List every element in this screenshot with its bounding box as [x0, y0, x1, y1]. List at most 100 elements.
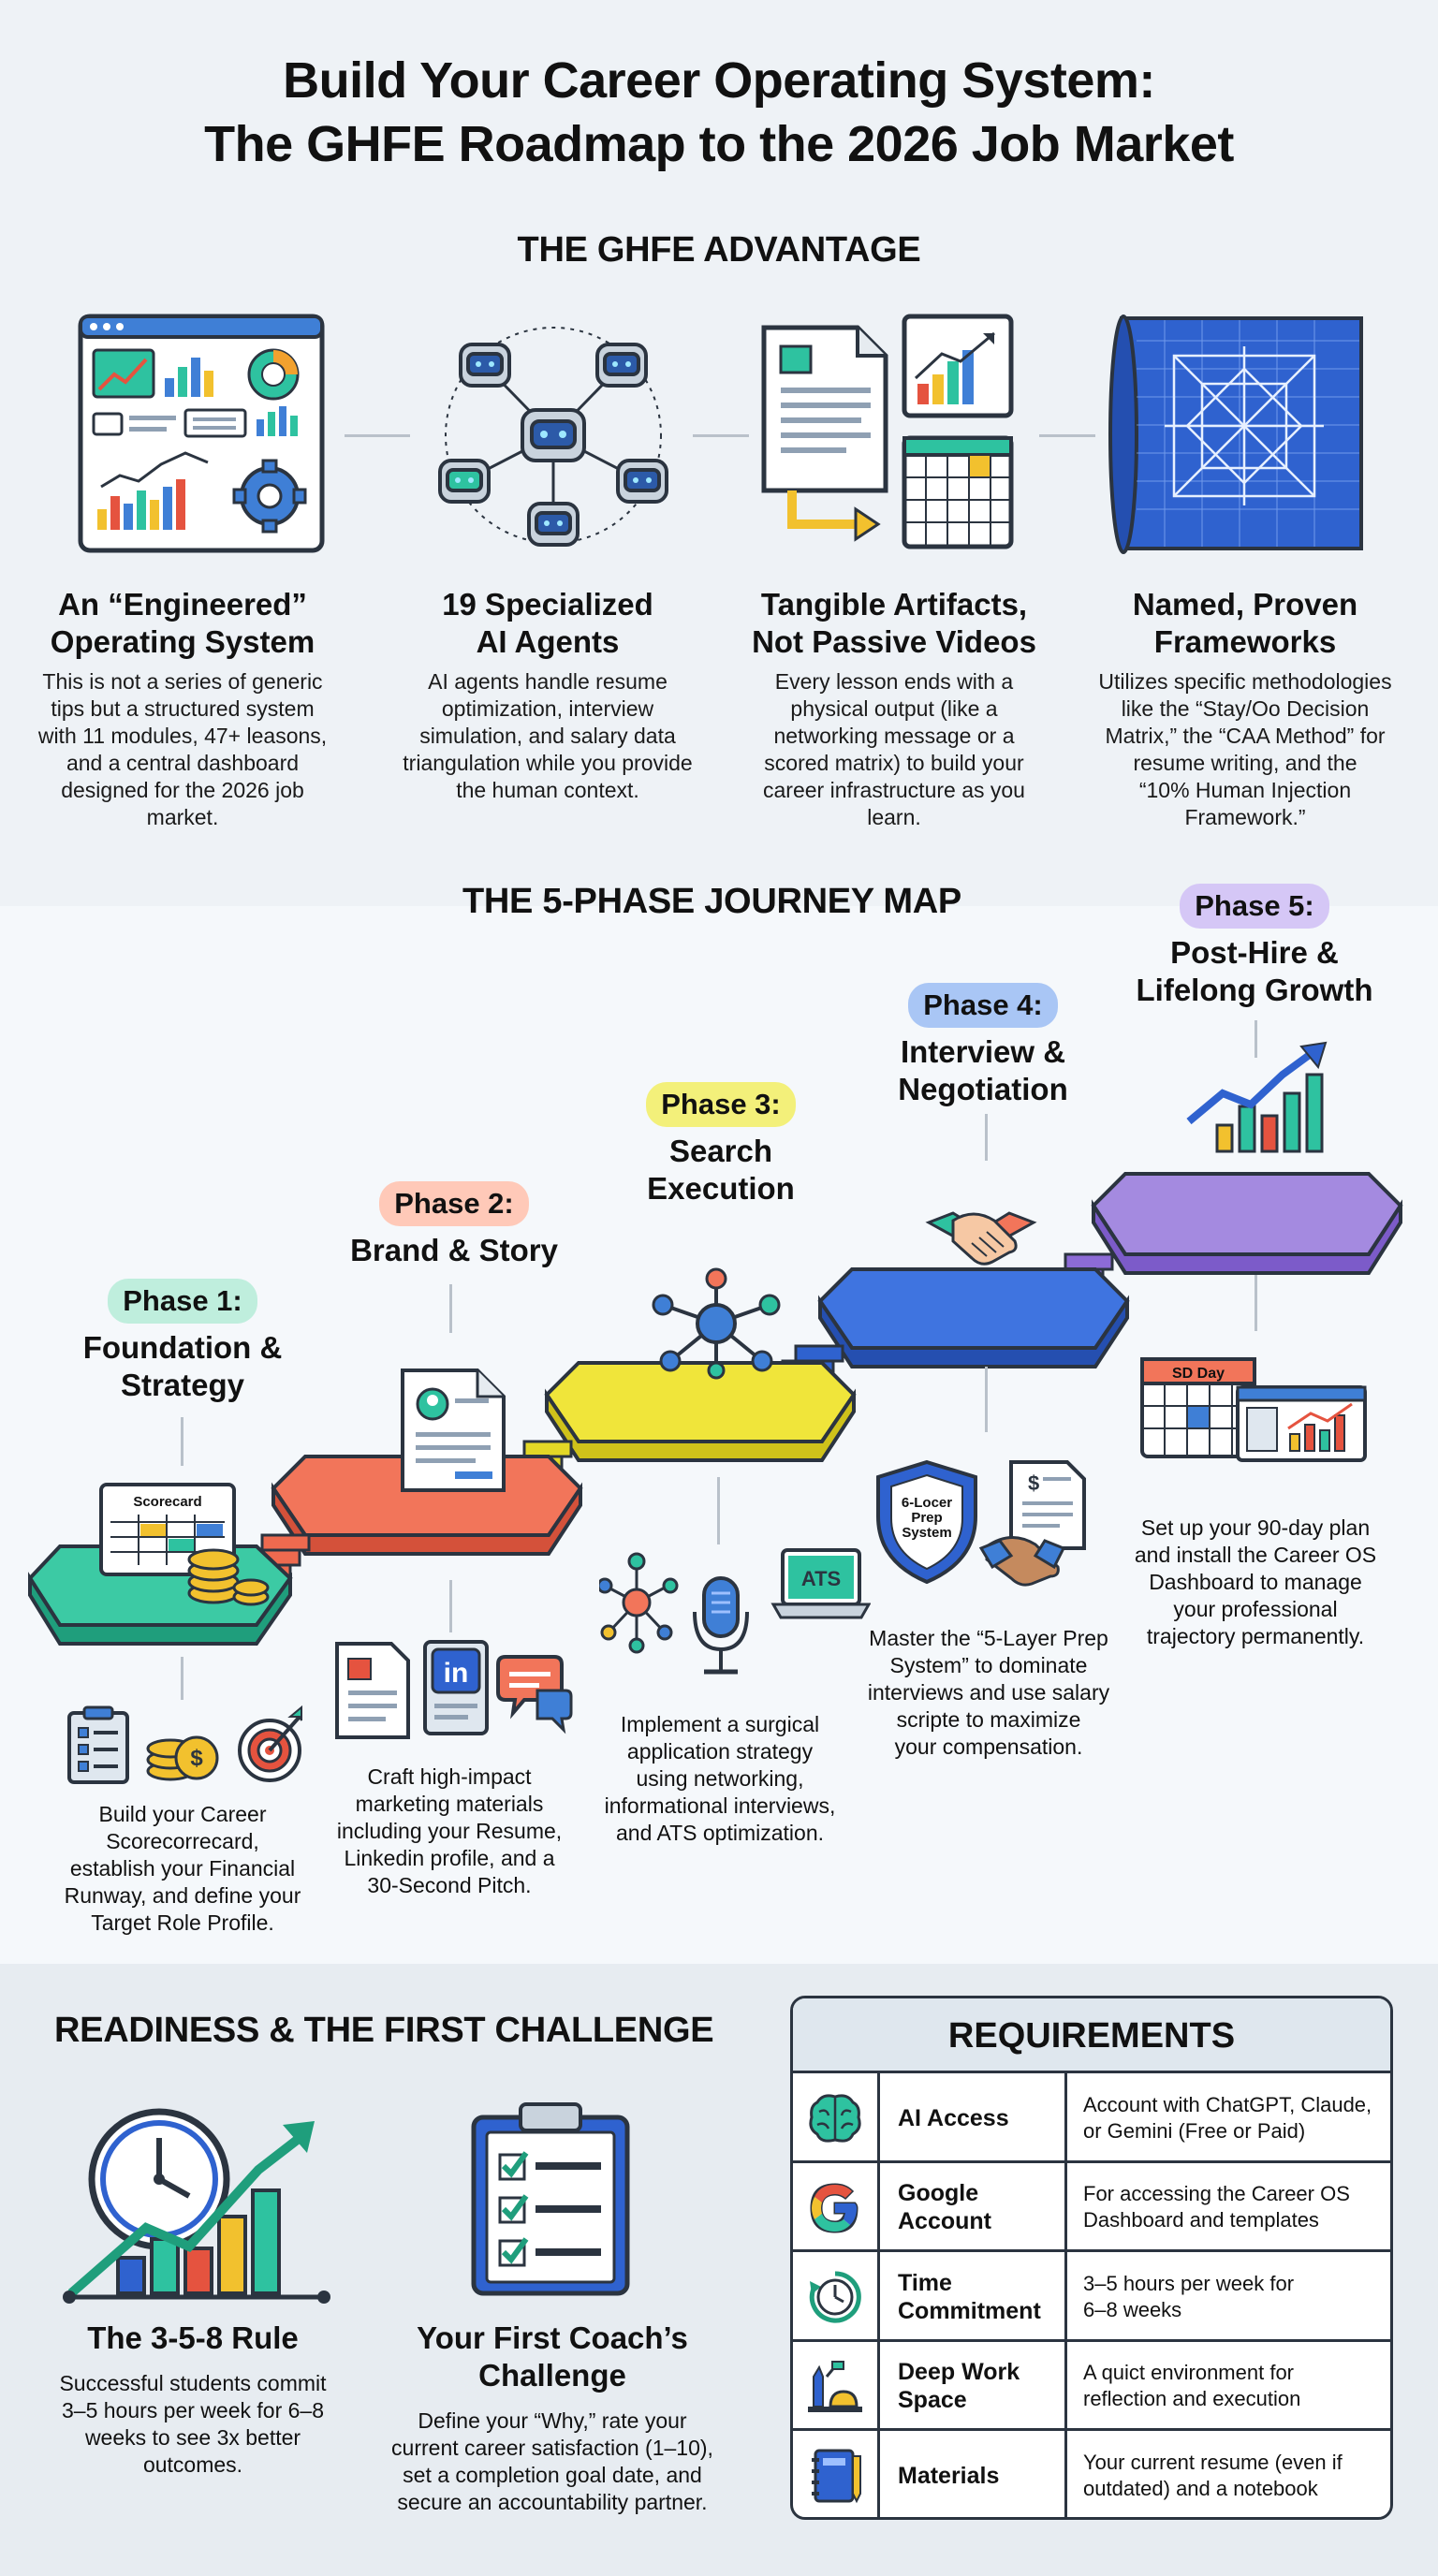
advantage-item-1-title-line1: An “Engineered”	[58, 587, 307, 622]
column-divider	[877, 2073, 880, 2160]
shield-label-line3: System	[902, 1525, 951, 1541]
phase-4-platform	[817, 1267, 1130, 1368]
phase-3-name-line1: Search	[668, 1134, 773, 1168]
ai-agents-network-icon	[427, 313, 680, 558]
column-divider	[1064, 2073, 1067, 2160]
connector-line	[449, 1580, 452, 1632]
requirement-name-line2: Commitment	[898, 2297, 1041, 2324]
readiness-heading: READINESS & THE FIRST CHALLENGE	[54, 2011, 714, 2050]
network-nodes-icon	[596, 1552, 679, 1654]
ats-laptop-icon: ATS	[770, 1548, 872, 1619]
body-line: tips but a structured system	[51, 696, 315, 721]
desc-line: and ATS optimization.	[615, 1821, 825, 1845]
requirement-name-line1: Materials	[898, 2462, 1000, 2489]
dashboard-icon	[77, 313, 326, 554]
desc-line: Account with ChatGPT, Claude,	[1083, 2092, 1372, 2116]
desc-line: your compensation.	[894, 1734, 1083, 1759]
challenge-title-line1: Your First Coach’s	[417, 2320, 688, 2355]
clock-icon	[806, 2268, 864, 2326]
desc-line: Runway, and define your	[64, 1883, 301, 1908]
body-line: with 11 modules, 47+ leasons,	[37, 724, 328, 748]
phase-2-header: Phase 2: Brand & Story	[318, 1181, 590, 1269]
body-line: simulation, and salary data	[419, 724, 676, 748]
body-line: Utilizes specific methodologies	[1098, 669, 1392, 694]
phase-2-pill: Phase 2:	[379, 1181, 529, 1226]
desc-line: reflection and execution	[1083, 2387, 1301, 2410]
connector-line	[181, 1657, 183, 1700]
desc-line: 3–5 hours per week for	[1083, 2271, 1295, 2295]
desc-line: outdated) and a notebook	[1083, 2476, 1318, 2500]
body-line: “10% Human Injection	[1138, 778, 1352, 802]
ats-label: ATS	[801, 1567, 841, 1590]
network-hub-icon	[646, 1267, 786, 1380]
phase-4-pill: Phase 4:	[908, 983, 1058, 1028]
challenge-body: Define your “Why,” rate your current car…	[374, 2408, 730, 2516]
desc-line: trajectory permanently.	[1146, 1624, 1365, 1648]
desc-line: establish your Financial	[69, 1856, 296, 1881]
body-line: Matrix,” the “CAA Method” for	[1105, 724, 1386, 748]
requirement-description: Account with ChatGPT, Claude,or Gemini (…	[1083, 2073, 1387, 2162]
contract-dollar-label: $	[1028, 1471, 1039, 1495]
requirement-name-line1: AI Access	[898, 2104, 1009, 2131]
advantage-item-2-title-line2: AI Agents	[476, 624, 620, 659]
advantage-item-1-body: This is not a series of generic tips but…	[28, 668, 337, 831]
phase-3-description: Implement a surgical application strateg…	[575, 1711, 865, 1847]
connector-line	[449, 1284, 452, 1333]
body-line: market.	[146, 805, 219, 829]
journey-heading: THE 5-PHASE JOURNEY MAP	[462, 882, 961, 921]
desc-line: Implement a surgical	[620, 1712, 820, 1736]
desc-line: Dashboard and templates	[1083, 2208, 1319, 2232]
advantage-item-3: Tangible Artifacts, Not Passive Videos E…	[730, 586, 1058, 831]
dashboard-small-icon	[1236, 1385, 1367, 1462]
connector-line	[181, 1417, 183, 1466]
body-line: Define your “Why,” rate your	[418, 2408, 687, 2433]
column-divider	[877, 2341, 880, 2428]
calendar-label: SD Day	[1172, 1366, 1225, 1382]
advantage-item-4-title-line1: Named, Proven	[1132, 587, 1358, 622]
connector-line	[1039, 434, 1095, 437]
body-line: weeks to see 3x better	[84, 2425, 301, 2450]
requirement-name-line2: Account	[898, 2208, 991, 2234]
advantage-item-3-title-line2: Not Passive Videos	[752, 624, 1036, 659]
phase-1-pill: Phase 1:	[108, 1279, 257, 1324]
requirement-name-line1: Google	[898, 2180, 979, 2206]
shield-label-line1: 6-Locer	[902, 1495, 952, 1511]
scorecard-label: Scorecard	[133, 1494, 202, 1510]
rule-block: The 3-5-8 Rule Successful students commi…	[34, 2320, 352, 2479]
requirement-description: For accessing the Career OS Dashboard and…	[1083, 2163, 1387, 2252]
phase-5-header: Phase 5: Post-Hire & Lifelong Growth	[1105, 884, 1404, 1009]
body-line: 3–5 hours per week for 6–8	[61, 2398, 324, 2422]
phase-5-calendar-dashboard-icon: SD Day	[1138, 1354, 1369, 1462]
microphone-icon	[693, 1576, 749, 1675]
desc-line: For accessing the Career OS	[1083, 2182, 1350, 2205]
body-line: physical output (like a	[790, 696, 998, 721]
resume-document-icon	[399, 1367, 507, 1494]
phase-4-name-line2: Negotiation	[898, 1072, 1068, 1106]
desc-line: 30-Second Pitch.	[367, 1873, 532, 1897]
challenge-block: Your First Coach’s Challenge Define your…	[374, 2320, 730, 2516]
clipboard-icon	[67, 1705, 129, 1784]
body-line: current career satisfaction (1–10),	[391, 2436, 713, 2460]
page-title-line2: The GHFE Roadmap to the 2026 Job Market	[204, 116, 1234, 172]
page-title: Build Your Career Operating System: The …	[0, 49, 1438, 176]
speech-bubbles-icon	[496, 1655, 573, 1734]
body-line: Successful students commit	[59, 2371, 327, 2395]
phase-4-description: Master the “5-Layer Prep System” to domi…	[848, 1625, 1129, 1761]
body-line: scored matrix) to build your	[764, 751, 1024, 775]
phase-4-name-line1: Interview &	[900, 1034, 1066, 1069]
body-line: learn.	[867, 805, 921, 829]
advantage-item-3-body: Every lesson ends with a physical output…	[730, 668, 1058, 831]
desc-line: marketing materials	[355, 1792, 544, 1816]
brain-icon	[806, 2089, 864, 2147]
requirements-table: REQUIREMENTS AI Access Account with Chat…	[790, 1996, 1393, 2520]
requirement-row-ai-access: AI Access Account with ChatGPT, Claude,o…	[793, 2073, 1390, 2163]
body-line: secure an accountability partner.	[397, 2490, 708, 2514]
advantage-item-4-body: Utilizes specific methodologies like the…	[1077, 668, 1414, 831]
artifacts-documents-icon	[755, 313, 1017, 554]
desc-line: your professional	[1173, 1597, 1338, 1621]
advantage-item-3-title-line1: Tangible Artifacts,	[760, 587, 1028, 622]
